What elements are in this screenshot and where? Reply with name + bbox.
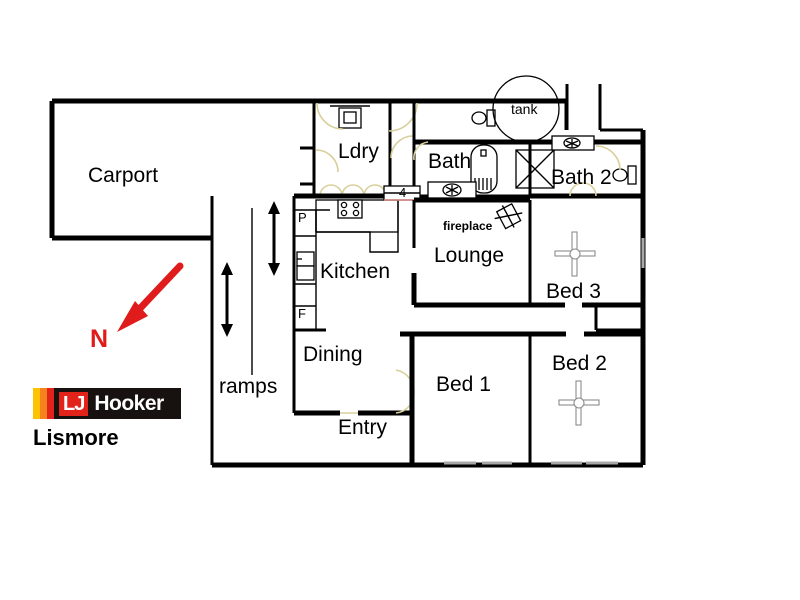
bed2-ceiling-fan: [558, 380, 600, 426]
room-label-bed3: Bed 3: [546, 280, 601, 303]
room-label-bath: Bath: [428, 150, 471, 173]
label-fridge: F: [298, 306, 306, 321]
north-letter: N: [90, 325, 108, 353]
agency-logo: LJ Hooker Lismore: [33, 388, 193, 451]
ramp-arrow-lower: [221, 262, 233, 337]
room-label-carport: Carport: [88, 164, 158, 187]
logo-stripe-yellow: [33, 388, 40, 419]
room-label-bath2: Bath 2: [551, 166, 612, 189]
dining-walls: [292, 280, 412, 416]
kitchen-cooktop: [337, 199, 363, 219]
bed3-walls: [528, 200, 643, 332]
room-label-ramps: ramps: [219, 375, 277, 398]
label-hws-meter: 4: [399, 185, 406, 200]
kitchen-sink: [296, 251, 315, 281]
logo-suburb: Lismore: [33, 425, 119, 450]
laundry-tub: [330, 105, 370, 129]
entry-door-swing: [340, 369, 415, 414]
bath-vanity: [427, 181, 477, 199]
room-labels: Carport Ldry Bath Bath 2 tank Kitchen Lo…: [88, 101, 612, 439]
bath2-door-swing: [569, 145, 621, 197]
logo-wordmark: Hooker: [94, 391, 164, 415]
laundry-door-swings: [315, 149, 387, 197]
bath2-vanity: [551, 135, 595, 151]
label-pantry: P: [298, 210, 307, 225]
room-label-dining: Dining: [303, 343, 363, 366]
room-label-bed2: Bed 2: [552, 352, 607, 375]
room-label-ldry: Ldry: [338, 140, 379, 163]
logo-dark-panel: LJ Hooker: [54, 388, 181, 419]
logo-bar: LJ Hooker: [33, 388, 181, 419]
room-label-bed1: Bed 1: [436, 373, 491, 396]
bath2-toilet: [612, 165, 637, 185]
annotation-labels: fireplace P F 4: [298, 185, 493, 321]
wc-toilet: [471, 109, 496, 127]
water-tank: [492, 75, 560, 143]
bath-door-swing: [413, 141, 429, 161]
logo-stripe-red: [47, 388, 54, 419]
logo-lj-monogram: LJ: [59, 391, 89, 416]
room-label-tank: tank: [511, 101, 538, 117]
room-label-lounge: Lounge: [434, 244, 504, 267]
room-label-kitchen: Kitchen: [320, 260, 390, 283]
shower-recess: [515, 149, 555, 189]
bed1-walls: [400, 331, 532, 465]
bathtub: [470, 144, 498, 194]
compass-label: N: [90, 325, 108, 353]
room-label-entry: Entry: [338, 416, 388, 439]
north-arrow: [117, 262, 184, 332]
label-fireplace: fireplace: [443, 219, 493, 233]
hall-doors-top: [316, 102, 418, 159]
outer-walls: [210, 84, 646, 468]
fireplace-icon: [494, 202, 523, 230]
logo-stripe-orange: [40, 388, 47, 419]
ramp-arrow-upper: [268, 201, 280, 276]
bed3-ceiling-fan: [554, 231, 596, 277]
